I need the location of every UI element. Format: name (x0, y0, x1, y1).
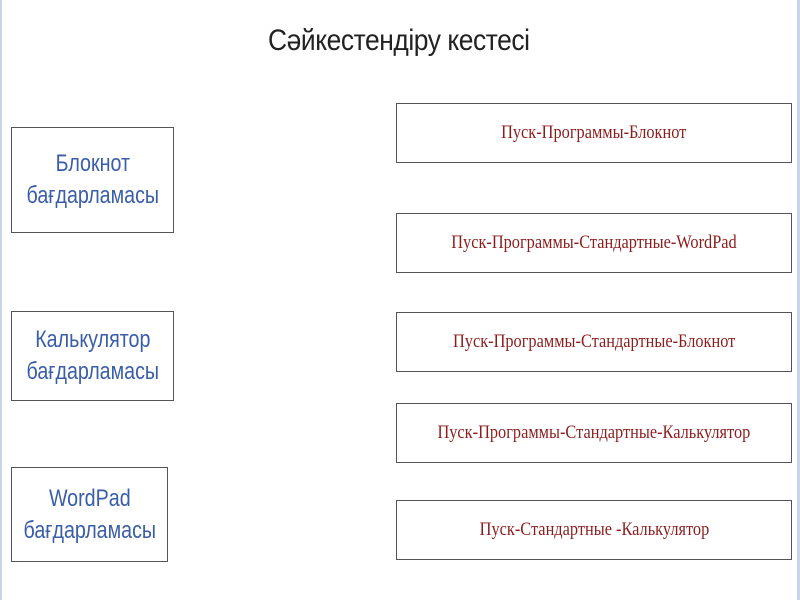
slide-left-edge (0, 0, 2, 600)
path-text: Пуск-Стандартные -Калькулятор (479, 519, 709, 540)
program-word: бағдарламасы (26, 182, 159, 209)
path-box-1: Пуск-Программы-Блокнот (396, 103, 792, 163)
program-name: Калькулятор (34, 326, 151, 353)
program-word: бағдарламасы (26, 358, 159, 385)
program-label: WordPad бағдарламасы (23, 483, 156, 547)
slide-right-edge (797, 0, 800, 600)
path-text: Пуск-Программы-Стандартные-WordPad (451, 232, 737, 253)
path-text: Пуск-Программы-Блокнот (501, 122, 687, 143)
program-name: WordPad (48, 484, 131, 512)
program-label: Блокнот бағдарламасы (26, 148, 159, 212)
path-text: Пуск-Программы-Стандартные-Калькулятор (437, 422, 751, 443)
program-box-notepad: Блокнот бағдарламасы (11, 127, 174, 233)
page-title: Сәйкестендіру кестесі (268, 24, 530, 57)
path-box-3: Пуск-Программы-Стандартные-Блокнот (396, 312, 792, 372)
path-box-5: Пуск-Стандартные -Калькулятор (396, 500, 792, 560)
program-label: Калькулятор бағдарламасы (26, 324, 159, 388)
path-box-4: Пуск-Программы-Стандартные-Калькулятор (396, 403, 792, 463)
program-box-calculator: Калькулятор бағдарламасы (11, 311, 174, 401)
path-text: Пуск-Программы-Стандартные-Блокнот (452, 331, 736, 352)
program-box-wordpad: WordPad бағдарламасы (11, 467, 168, 562)
program-word: бағдарламасы (23, 516, 156, 544)
path-box-2: Пуск-Программы-Стандартные-WordPad (396, 213, 792, 273)
program-name: Блокнот (55, 150, 130, 177)
